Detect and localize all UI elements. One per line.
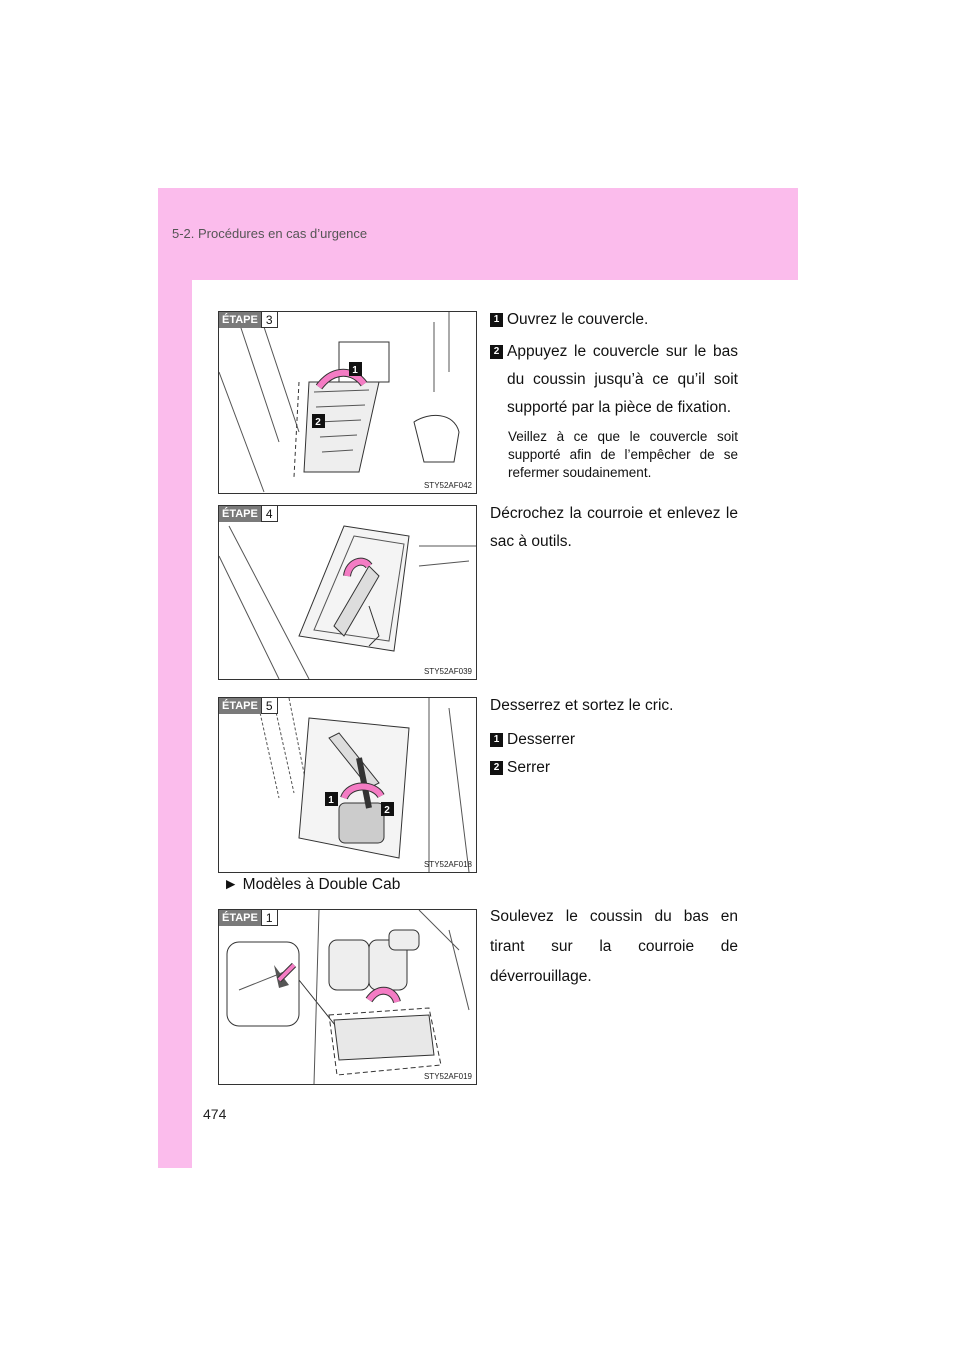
svg-text:2: 2	[384, 805, 390, 816]
figure-code: STY52AF039	[423, 667, 472, 676]
number-badge: 2	[490, 345, 503, 359]
step-4-text: Décrochez la courroie et enlevez le sac …	[490, 505, 738, 550]
step-5-text: Desserrez et sortez le cric. 1 Desserrer…	[490, 692, 738, 782]
figure-code: STY52AF018	[423, 860, 472, 869]
number-badge: 2	[490, 761, 503, 775]
list-item: 1 Desserrer	[490, 726, 738, 754]
note-text: Veillez à ce que le couvercle soit suppo…	[508, 429, 738, 480]
pink-sidebar	[158, 188, 192, 1168]
section-header-band	[158, 188, 798, 280]
number-badge: 1	[490, 733, 503, 747]
step-badge: ÉTAPE 3	[219, 312, 278, 328]
step-badge: ÉTAPE 4	[219, 506, 278, 522]
figure-code: STY52AF019	[423, 1072, 472, 1081]
figure-step-1: ÉTAPE 1 STY52AF019	[218, 909, 477, 1085]
tool-bag-illustration	[219, 525, 476, 679]
jack-illustration: 1 2	[258, 698, 470, 872]
figure-code: STY52AF042	[423, 481, 472, 490]
svg-text:2: 2	[315, 417, 321, 428]
step-1-text: Soulevez le coussin du bas en tirant sur…	[490, 908, 738, 985]
figure-step-4: ÉTAPE 4 STY52AF039	[218, 505, 477, 680]
triangle-marker-icon: ►	[223, 876, 239, 893]
list-item: 2 Appuyez le couvercle sur le bas du cou…	[490, 338, 738, 422]
list-item: 2 Serrer	[490, 754, 738, 782]
seat-cushion-illustration	[226, 910, 470, 1084]
figure-step-3: 1 2 ÉTAPE 3 STY52AF042	[218, 311, 477, 494]
page-number: 474	[203, 1106, 227, 1122]
lid-open-illustration: 1 2	[219, 312, 460, 493]
svg-text:1: 1	[352, 365, 358, 376]
figure-step-5: 1 2 ÉTAPE 5 STY52AF018	[218, 697, 477, 873]
subheading: ► Modèles à Double Cab	[223, 876, 401, 893]
step-badge: ÉTAPE 1	[219, 910, 278, 926]
section-title: 5-2. Procédures en cas d’urgence	[172, 226, 368, 241]
number-badge: 1	[490, 313, 503, 327]
step-badge: ÉTAPE 5	[219, 698, 278, 714]
svg-text:1: 1	[328, 795, 334, 806]
step-3-text: 1 Ouvrez le couvercle. 2 Appuyez le couv…	[490, 306, 738, 482]
list-item: 1 Ouvrez le couvercle.	[490, 306, 738, 334]
